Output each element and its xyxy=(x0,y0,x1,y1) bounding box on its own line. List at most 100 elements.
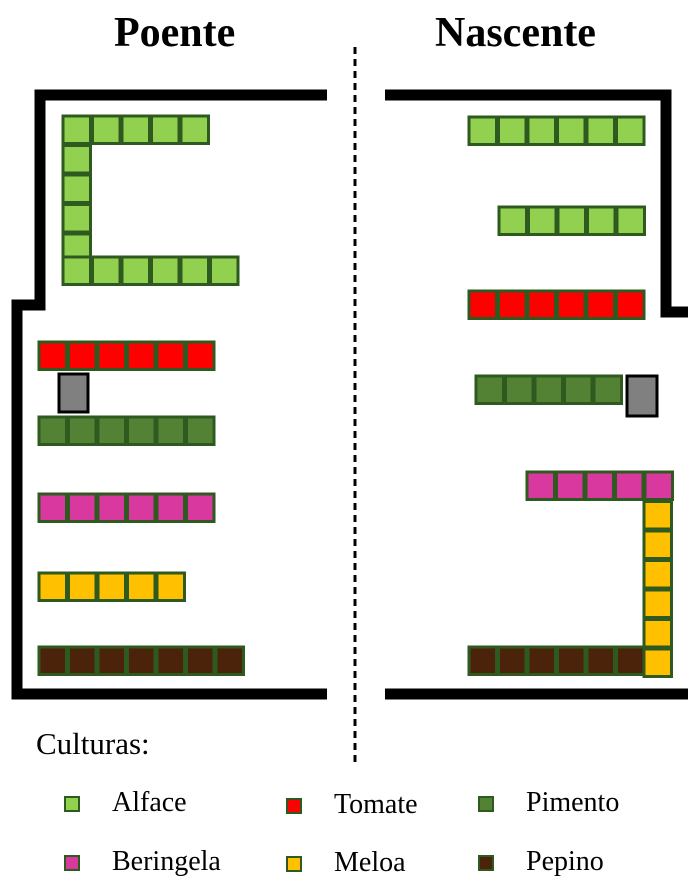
alface-cell xyxy=(61,173,92,204)
legend-heading: Culturas: xyxy=(36,726,150,761)
pepino-cell xyxy=(67,645,98,676)
alface-cell xyxy=(61,144,92,175)
pepino-cell xyxy=(556,645,587,676)
pepino-cell xyxy=(467,645,498,676)
pepino-cell xyxy=(526,645,557,676)
alface-swatch xyxy=(64,796,80,812)
tomate-cell xyxy=(615,289,646,320)
alface-cell xyxy=(209,255,240,286)
pimento-cell xyxy=(96,415,127,446)
legend-label-tomate: Tomate xyxy=(334,789,418,820)
legend-label-pepino: Pepino xyxy=(526,846,604,877)
pimento-cell xyxy=(185,415,216,446)
east-meloa-bed xyxy=(642,500,673,678)
alface-cell xyxy=(585,115,616,146)
beringela-cell xyxy=(614,470,645,501)
east-beringela-bed xyxy=(525,470,674,501)
pepino-cell xyxy=(126,645,157,676)
alface-cell xyxy=(527,205,558,236)
beringela-cell xyxy=(643,470,674,501)
pepino-cell xyxy=(37,645,68,676)
west-alface-bed xyxy=(61,144,92,263)
alface-cell xyxy=(120,255,151,286)
pepino-cell xyxy=(155,645,186,676)
alface-cell xyxy=(526,115,557,146)
west-pimento-bed xyxy=(37,415,216,446)
east-pepino-bed xyxy=(467,645,646,676)
alface-cell xyxy=(497,205,528,236)
pepino-cell xyxy=(96,645,127,676)
east-pimento-bed xyxy=(474,374,623,405)
tomate-cell xyxy=(37,340,68,371)
alface-cell xyxy=(120,114,151,145)
meloa-cell xyxy=(642,529,673,560)
alface-cell xyxy=(615,115,646,146)
meloa-cell xyxy=(96,571,127,602)
west-alface-bed xyxy=(61,114,210,145)
meloa-cell xyxy=(67,571,98,602)
pepino-cell xyxy=(615,645,646,676)
east-wall xyxy=(385,89,688,318)
meloa-cell xyxy=(642,500,673,531)
east-obstacle xyxy=(625,374,659,418)
alface-cell xyxy=(179,255,210,286)
east-alface-bed xyxy=(497,205,646,236)
pepino-cell xyxy=(585,645,616,676)
beringela-cell xyxy=(525,470,556,501)
west-meloa-bed xyxy=(37,571,186,602)
east-tomate-bed xyxy=(467,289,646,320)
pimento-cell xyxy=(67,415,98,446)
pimento-swatch xyxy=(478,796,494,812)
alface-cell xyxy=(91,255,122,286)
tomate-cell xyxy=(185,340,216,371)
pimento-cell xyxy=(504,374,535,405)
pimento-cell xyxy=(533,374,564,405)
tomate-cell xyxy=(497,289,528,320)
east-side-title: Nascente xyxy=(435,10,596,56)
tomate-cell xyxy=(155,340,186,371)
alface-cell xyxy=(150,255,181,286)
planting-beds xyxy=(37,114,674,678)
alface-cell xyxy=(61,203,92,234)
meloa-cell xyxy=(126,571,157,602)
west-wall xyxy=(11,89,327,700)
beringela-cell xyxy=(155,492,186,523)
alface-cell xyxy=(61,255,92,286)
tomate-cell xyxy=(556,289,587,320)
tomate-cell xyxy=(67,340,98,371)
pimento-cell xyxy=(563,374,594,405)
pepino-swatch xyxy=(478,855,494,871)
west-alface-bed xyxy=(61,255,240,286)
pepino-cell xyxy=(214,645,245,676)
meloa-swatch xyxy=(286,856,302,872)
legend-label-beringela: Beringela xyxy=(112,846,221,877)
meloa-cell xyxy=(642,559,673,590)
meloa-cell xyxy=(642,618,673,649)
alface-cell xyxy=(179,114,210,145)
tomate-cell xyxy=(526,289,557,320)
garden-walls xyxy=(11,47,688,763)
pepino-cell xyxy=(185,645,216,676)
beringela-cell xyxy=(37,492,68,523)
alface-cell xyxy=(556,115,587,146)
alface-cell xyxy=(497,115,528,146)
west-obstacle xyxy=(57,372,90,414)
meloa-cell xyxy=(642,647,673,678)
tomate-cell xyxy=(126,340,157,371)
meloa-cell xyxy=(37,571,68,602)
east-alface-bed xyxy=(467,115,646,146)
alface-cell xyxy=(467,115,498,146)
west-pepino-bed xyxy=(37,645,245,676)
beringela-cell xyxy=(555,470,586,501)
pimento-cell xyxy=(126,415,157,446)
west-tomate-bed xyxy=(37,340,216,371)
pepino-cell xyxy=(497,645,528,676)
beringela-swatch xyxy=(64,855,80,871)
beringela-cell xyxy=(67,492,98,523)
beringela-cell xyxy=(126,492,157,523)
legend-label-alface: Alface xyxy=(112,787,187,818)
alface-cell xyxy=(91,114,122,145)
meloa-cell xyxy=(155,571,186,602)
pimento-cell xyxy=(474,374,505,405)
